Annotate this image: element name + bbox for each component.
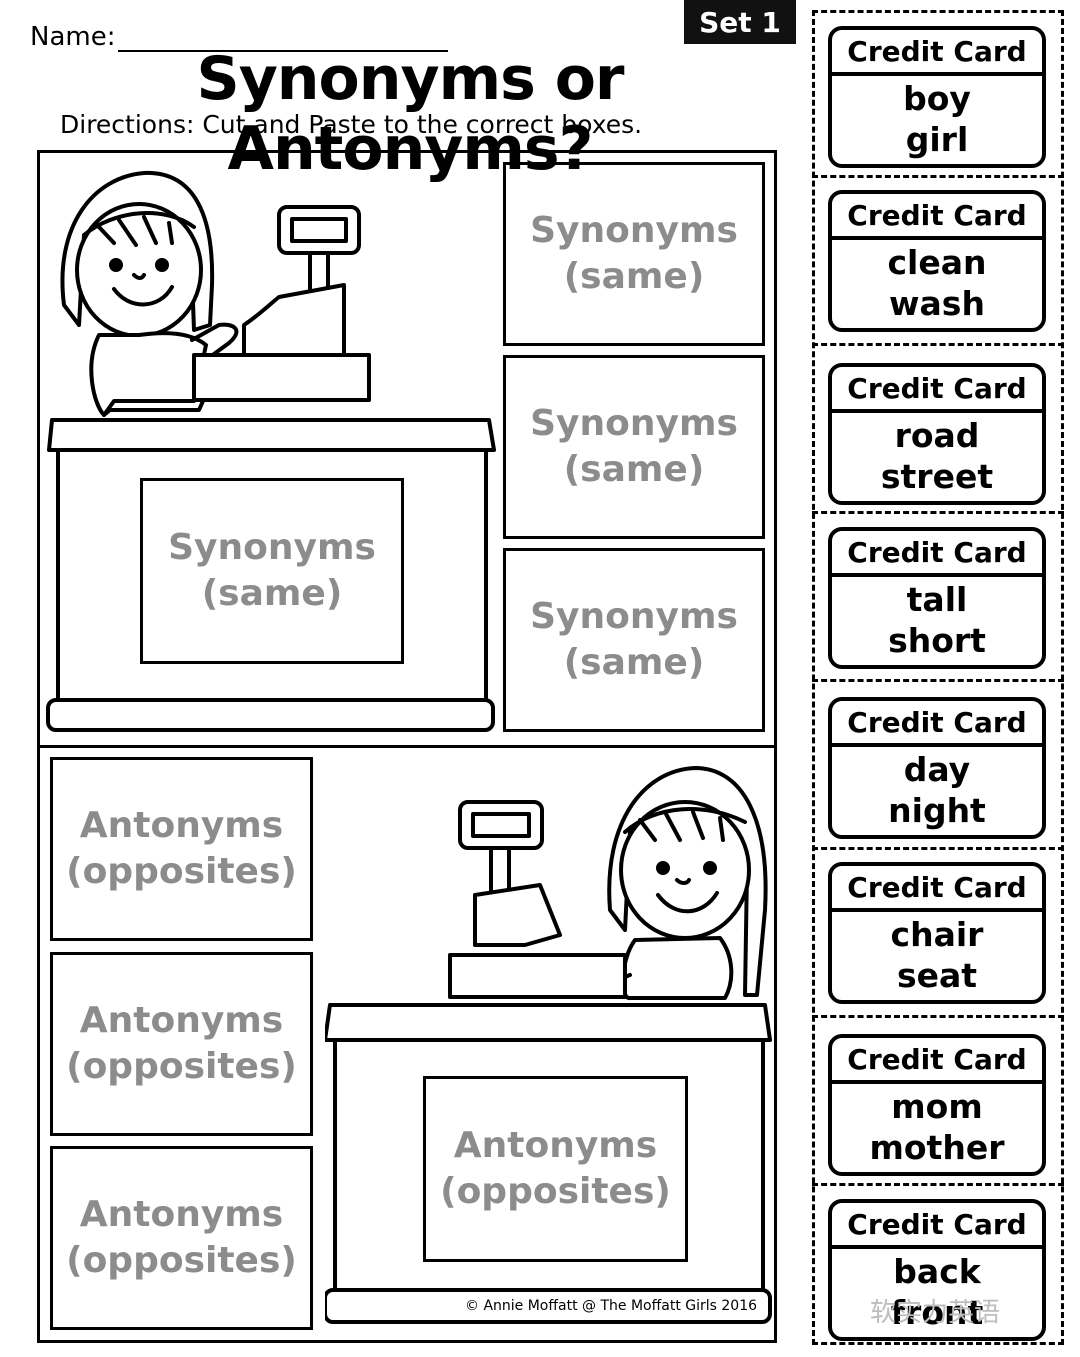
card-header: Credit Card [832,1038,1042,1084]
copyright-text: © Annie Moffatt @ The Moffatt Girls 2016 [465,1298,758,1314]
card-header: Credit Card [832,30,1042,76]
card-word: day [903,750,971,789]
name-label: Name: [30,22,116,52]
card-header: Credit Card [832,531,1042,577]
synonym-box[interactable]: Synonyms (same) [503,355,765,539]
antonym-box[interactable]: Antonyms (opposites) [423,1076,688,1262]
card-header: Credit Card [832,701,1042,747]
section-divider [37,745,777,748]
antonym-label: Antonyms [79,1193,284,1235]
antonym-box[interactable]: Antonyms (opposites) [50,952,313,1136]
card-word: chair [890,915,984,954]
card-word: seat [896,956,978,996]
card-header: Credit Card [832,866,1042,912]
cut-line [812,1018,1064,1186]
synonym-box[interactable]: Synonyms (same) [503,162,765,346]
antonym-hint: (opposites) [66,1240,297,1281]
cut-line [812,850,1064,1018]
card-word: mom [891,1087,983,1126]
card-word: road [894,416,980,455]
watermark-text: 软实力英语 [870,1298,1001,1328]
synonym-label: Synonyms [168,526,376,568]
name-line[interactable] [118,50,448,52]
synonym-hint: (same) [201,573,343,614]
synonym-label: Synonyms [530,402,738,444]
cut-line [812,346,1064,514]
cut-line [812,1186,1064,1345]
cut-line [812,178,1064,346]
synonym-label: Synonyms [530,209,738,251]
card-word: tall [906,580,968,619]
card-word: street [880,457,994,497]
synonym-hint: (same) [563,256,705,297]
card-word: boy [903,79,971,118]
card-header: Credit Card [832,1203,1042,1249]
cut-line [812,10,1064,178]
antonym-label: Antonyms [79,999,284,1041]
synonym-box[interactable]: Synonyms (same) [503,548,765,732]
card-word: clean [887,243,987,282]
card-word: short [888,621,986,661]
card-word: girl [905,120,969,160]
antonym-box[interactable]: Antonyms (opposites) [50,1146,313,1330]
card-word: back [893,1252,981,1291]
antonym-label: Antonyms [79,804,284,846]
card-word: wash [889,284,985,324]
card-word: front [890,1293,984,1333]
card-header: Credit Card [832,367,1042,413]
antonym-hint: (opposites) [66,1046,297,1087]
card-header: Credit Card [832,194,1042,240]
cut-line [812,682,1064,850]
synonym-box[interactable]: Synonyms (same) [140,478,404,664]
directions-text: Directions: Cut and Paste to the correct… [60,110,643,139]
antonym-hint: (opposites) [440,1171,671,1212]
antonym-box[interactable]: Antonyms (opposites) [50,757,313,941]
set-badge: Set 1 [684,0,796,44]
card-word: night [888,791,986,831]
synonym-hint: (same) [563,449,705,490]
page-title: Synonyms or Antonyms? [196,44,624,184]
antonym-hint: (opposites) [66,851,297,892]
antonym-label: Antonyms [453,1124,658,1166]
synonym-hint: (same) [563,642,705,683]
cut-line [812,514,1064,682]
synonym-label: Synonyms [530,595,738,637]
card-word: mother [869,1128,1005,1168]
cutout-column [812,10,1064,1345]
